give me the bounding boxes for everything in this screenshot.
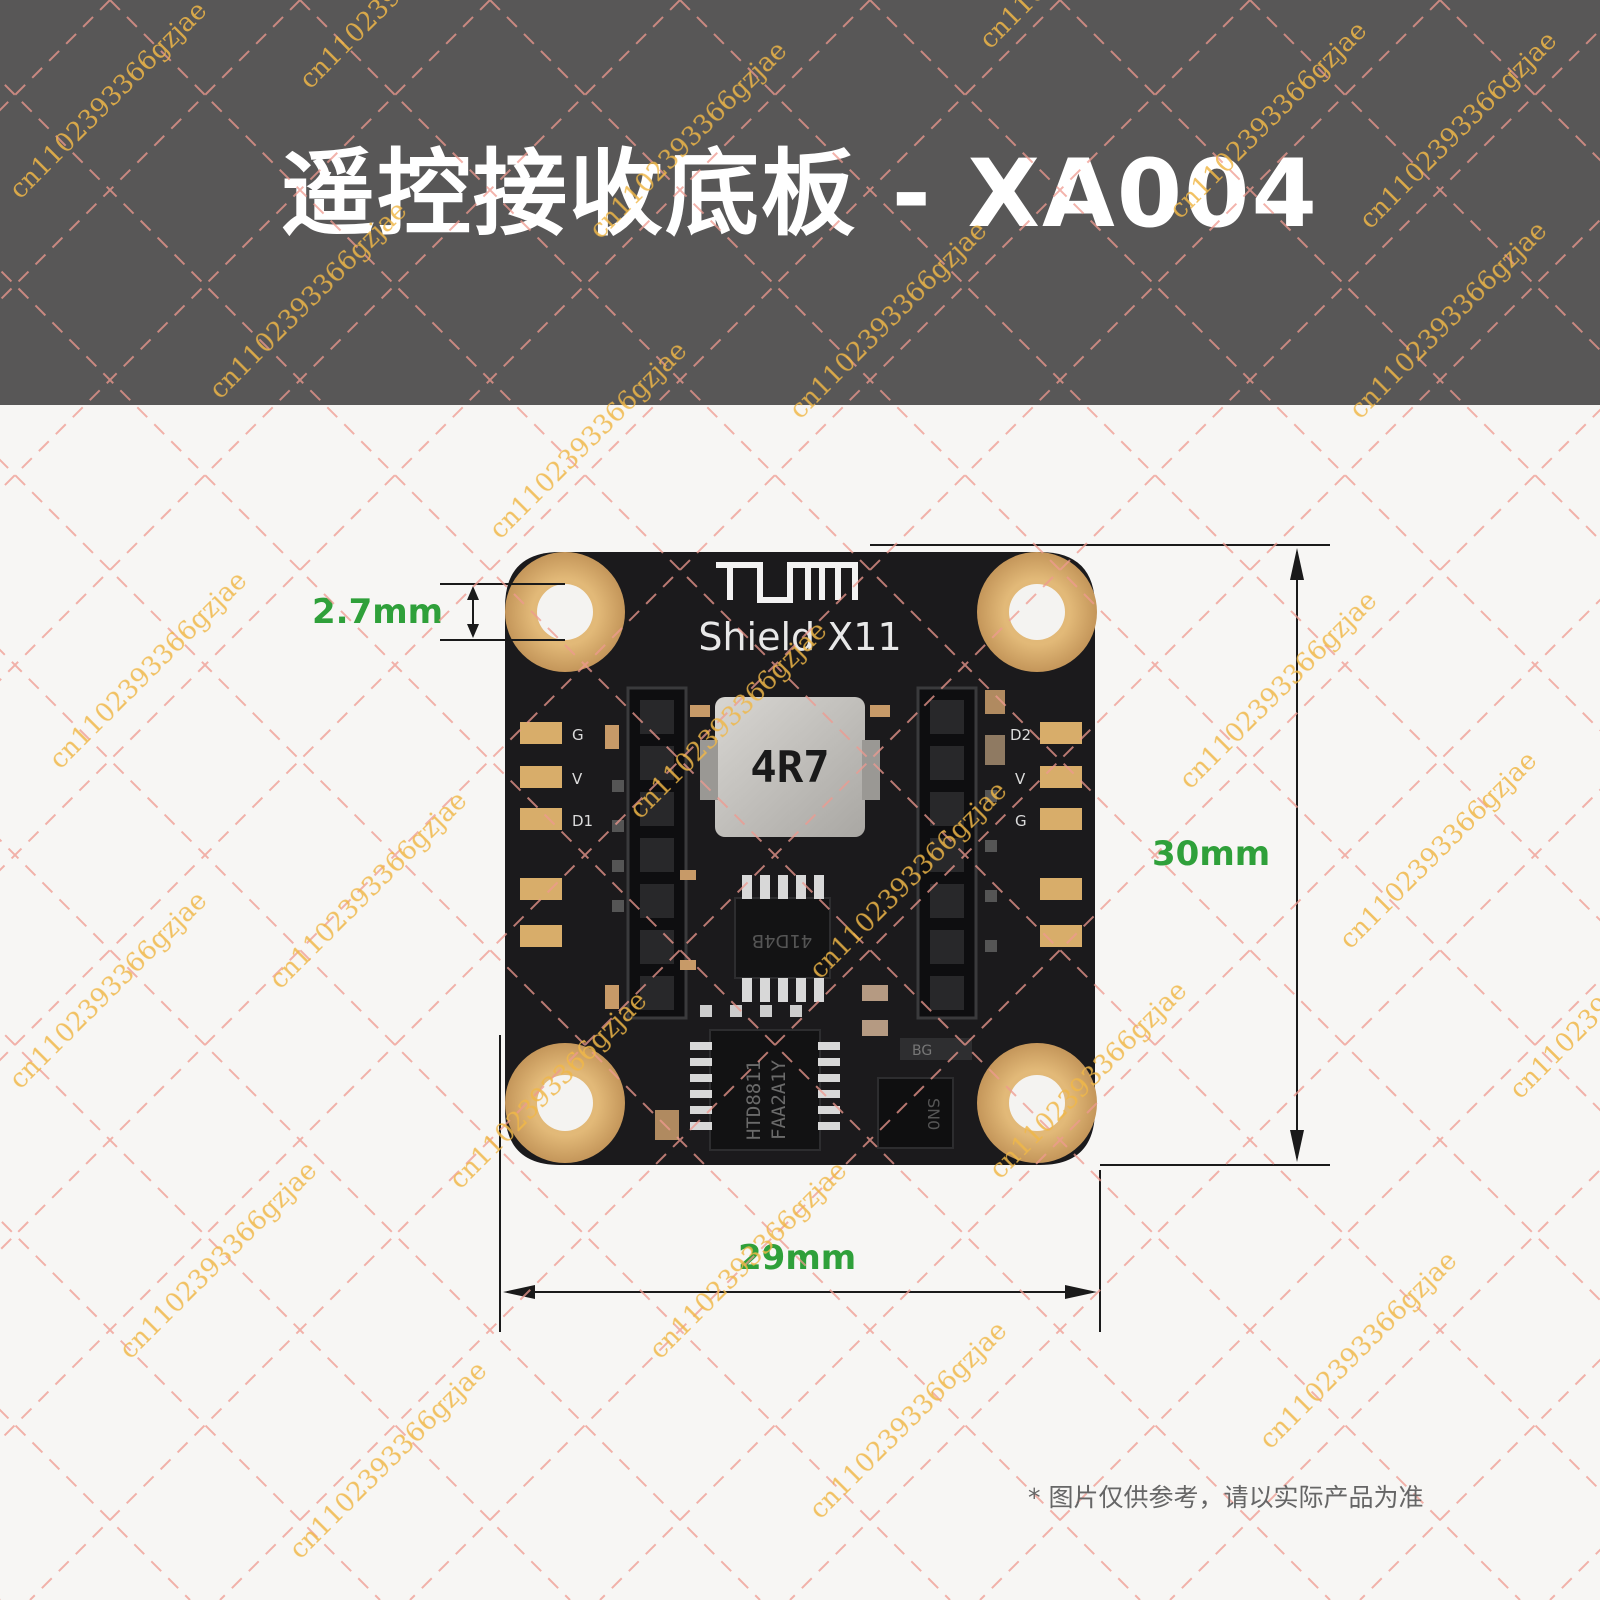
bg-label: BG [912, 1043, 932, 1059]
pad-label: G [572, 726, 584, 744]
right-pin-header [916, 686, 978, 1020]
mounting-hole-bottom-left [505, 1043, 625, 1163]
disclaimer-footnote: * 图片仅供参考，请以实际产品为准 [1028, 1483, 1424, 1512]
mounting-hole-top-left [505, 552, 625, 672]
sensor-chip-marking: SN0 [924, 1098, 943, 1130]
pad-label: G [1015, 812, 1027, 830]
sensor-chip: SN0 [877, 1077, 954, 1149]
bg-component: BG [900, 1038, 972, 1060]
left-pin-header [626, 686, 688, 1020]
pcb-board: Shield X11 G V D1 D2 V G [505, 552, 1097, 1165]
inductor: 4R7 [700, 697, 880, 837]
model-label: Shield X11 [698, 615, 901, 659]
pad-label: V [1015, 770, 1026, 788]
inductor-marking: 4R7 [750, 742, 829, 793]
pad-label: V [572, 770, 583, 788]
mounting-hole-top-right [977, 552, 1097, 672]
small-chip-marking: 41D4B [752, 930, 813, 951]
pad-label: D1 [572, 812, 593, 830]
mounting-hole-bottom-right [977, 1043, 1097, 1163]
driver-chip: HTD8811 FAA2A1Y [690, 1029, 840, 1151]
regulator-chip: 41D4B [734, 875, 831, 1002]
driver-chip-line2: FAA2A1Y [768, 1059, 790, 1140]
driver-chip-line1: HTD8811 [743, 1060, 765, 1140]
hole-diameter-label: 2.7mm [312, 592, 444, 632]
pad-label: D2 [1010, 726, 1031, 744]
width-dimension-label: 29mm [738, 1238, 857, 1278]
height-dimension-label: 30mm [1152, 834, 1271, 874]
